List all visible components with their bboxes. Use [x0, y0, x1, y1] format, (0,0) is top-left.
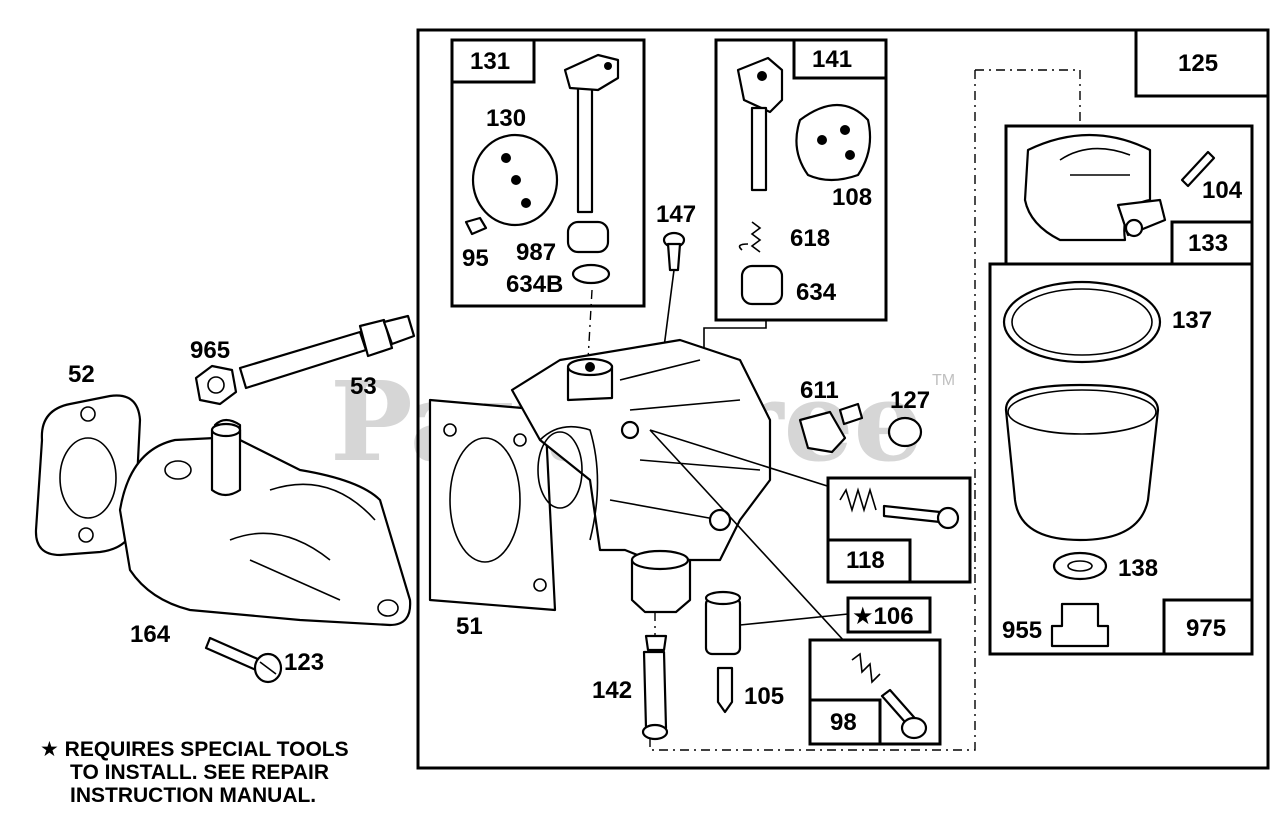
label-137: 137 [1172, 307, 1212, 334]
label-131: 131 [470, 48, 510, 75]
label-141: 141 [812, 46, 852, 73]
spring-618 [738, 221, 762, 253]
nozzle-142: 142 [592, 634, 669, 741]
label-104: 104 [1202, 177, 1243, 204]
group-131: 131 130 95 987 634B [450, 38, 646, 308]
label-975: 975 [1186, 615, 1226, 642]
gasket-51: 51 [428, 398, 557, 640]
label-147: 147 [656, 201, 696, 228]
group-106: ★106 [846, 596, 932, 634]
choke-shaft [750, 106, 768, 192]
note-line-2: TO INSTALL. SEE REPAIR [70, 761, 330, 784]
label-133: 133 [1188, 230, 1228, 257]
label-95: 95 [462, 245, 489, 272]
group-98: 98 [808, 638, 942, 746]
group-141: 141 108 618 634 [714, 38, 888, 322]
label-987: 987 [516, 239, 556, 266]
float-pin-104 [1180, 150, 1216, 188]
label-105: 105 [744, 683, 784, 710]
intake-manifold-164: 164 [118, 418, 412, 648]
label-51: 51 [456, 613, 483, 640]
washer-138 [1052, 551, 1108, 581]
label-611: 611 [800, 377, 839, 404]
label-125: 125 [1178, 50, 1218, 77]
label-634: 634 [796, 279, 837, 306]
screw-95 [464, 216, 488, 236]
label-965: 965 [190, 337, 230, 364]
stud-53: 53 [238, 314, 416, 400]
group-118: 118 [826, 476, 972, 584]
label-52: 52 [68, 361, 95, 388]
label-106: ★106 [852, 603, 914, 630]
bowl-nut-955 [1050, 602, 1110, 648]
seat-106 [704, 590, 742, 656]
nut-965: 965 [190, 337, 238, 406]
star-icon: ★ [40, 738, 59, 761]
gasket-52: 52 [34, 361, 142, 557]
label-53: 53 [350, 373, 377, 400]
choke-lever [736, 56, 784, 114]
choke-plate [795, 103, 872, 182]
label-130: 130 [486, 105, 526, 132]
throttle-shaft [576, 78, 594, 214]
label-955: 955 [1002, 617, 1042, 644]
label-618: 618 [790, 225, 830, 252]
washer-634b [571, 263, 611, 285]
elbow-611: 611 [798, 377, 864, 454]
group-133: 133 104 [1004, 124, 1254, 266]
label-123: 123 [284, 649, 324, 676]
screw-123: 123 [204, 636, 324, 684]
plug-127: 127 [887, 387, 930, 448]
group-975: 975 137 138 955 [988, 262, 1254, 656]
seal-987 [566, 220, 610, 254]
main-frame [416, 28, 1270, 770]
special-tools-note: ★ REQUIRES SPECIAL TOOLS TO INSTALL. SEE… [40, 738, 349, 807]
label-634b: 634B [506, 271, 563, 298]
note-line-1: ★ REQUIRES SPECIAL TOOLS [40, 738, 349, 761]
label-164: 164 [130, 621, 171, 648]
bushing-634 [740, 264, 784, 306]
carburetor-body [510, 338, 772, 614]
label-142: 142 [592, 677, 632, 704]
label-108: 108 [832, 184, 872, 211]
box-125 [1134, 28, 1270, 98]
label-138: 138 [1118, 555, 1158, 582]
screw-147: 147 [656, 201, 696, 272]
o-ring-137 [1002, 280, 1162, 364]
watermark-tm: TM [932, 372, 955, 389]
label-98: 98 [830, 709, 857, 736]
note-line-3: INSTRUCTION MANUAL. [70, 784, 317, 807]
label-127: 127 [890, 387, 930, 414]
label-118: 118 [846, 547, 885, 574]
fuel-bowl [1004, 383, 1160, 542]
needle-105: 105 [716, 666, 784, 714]
